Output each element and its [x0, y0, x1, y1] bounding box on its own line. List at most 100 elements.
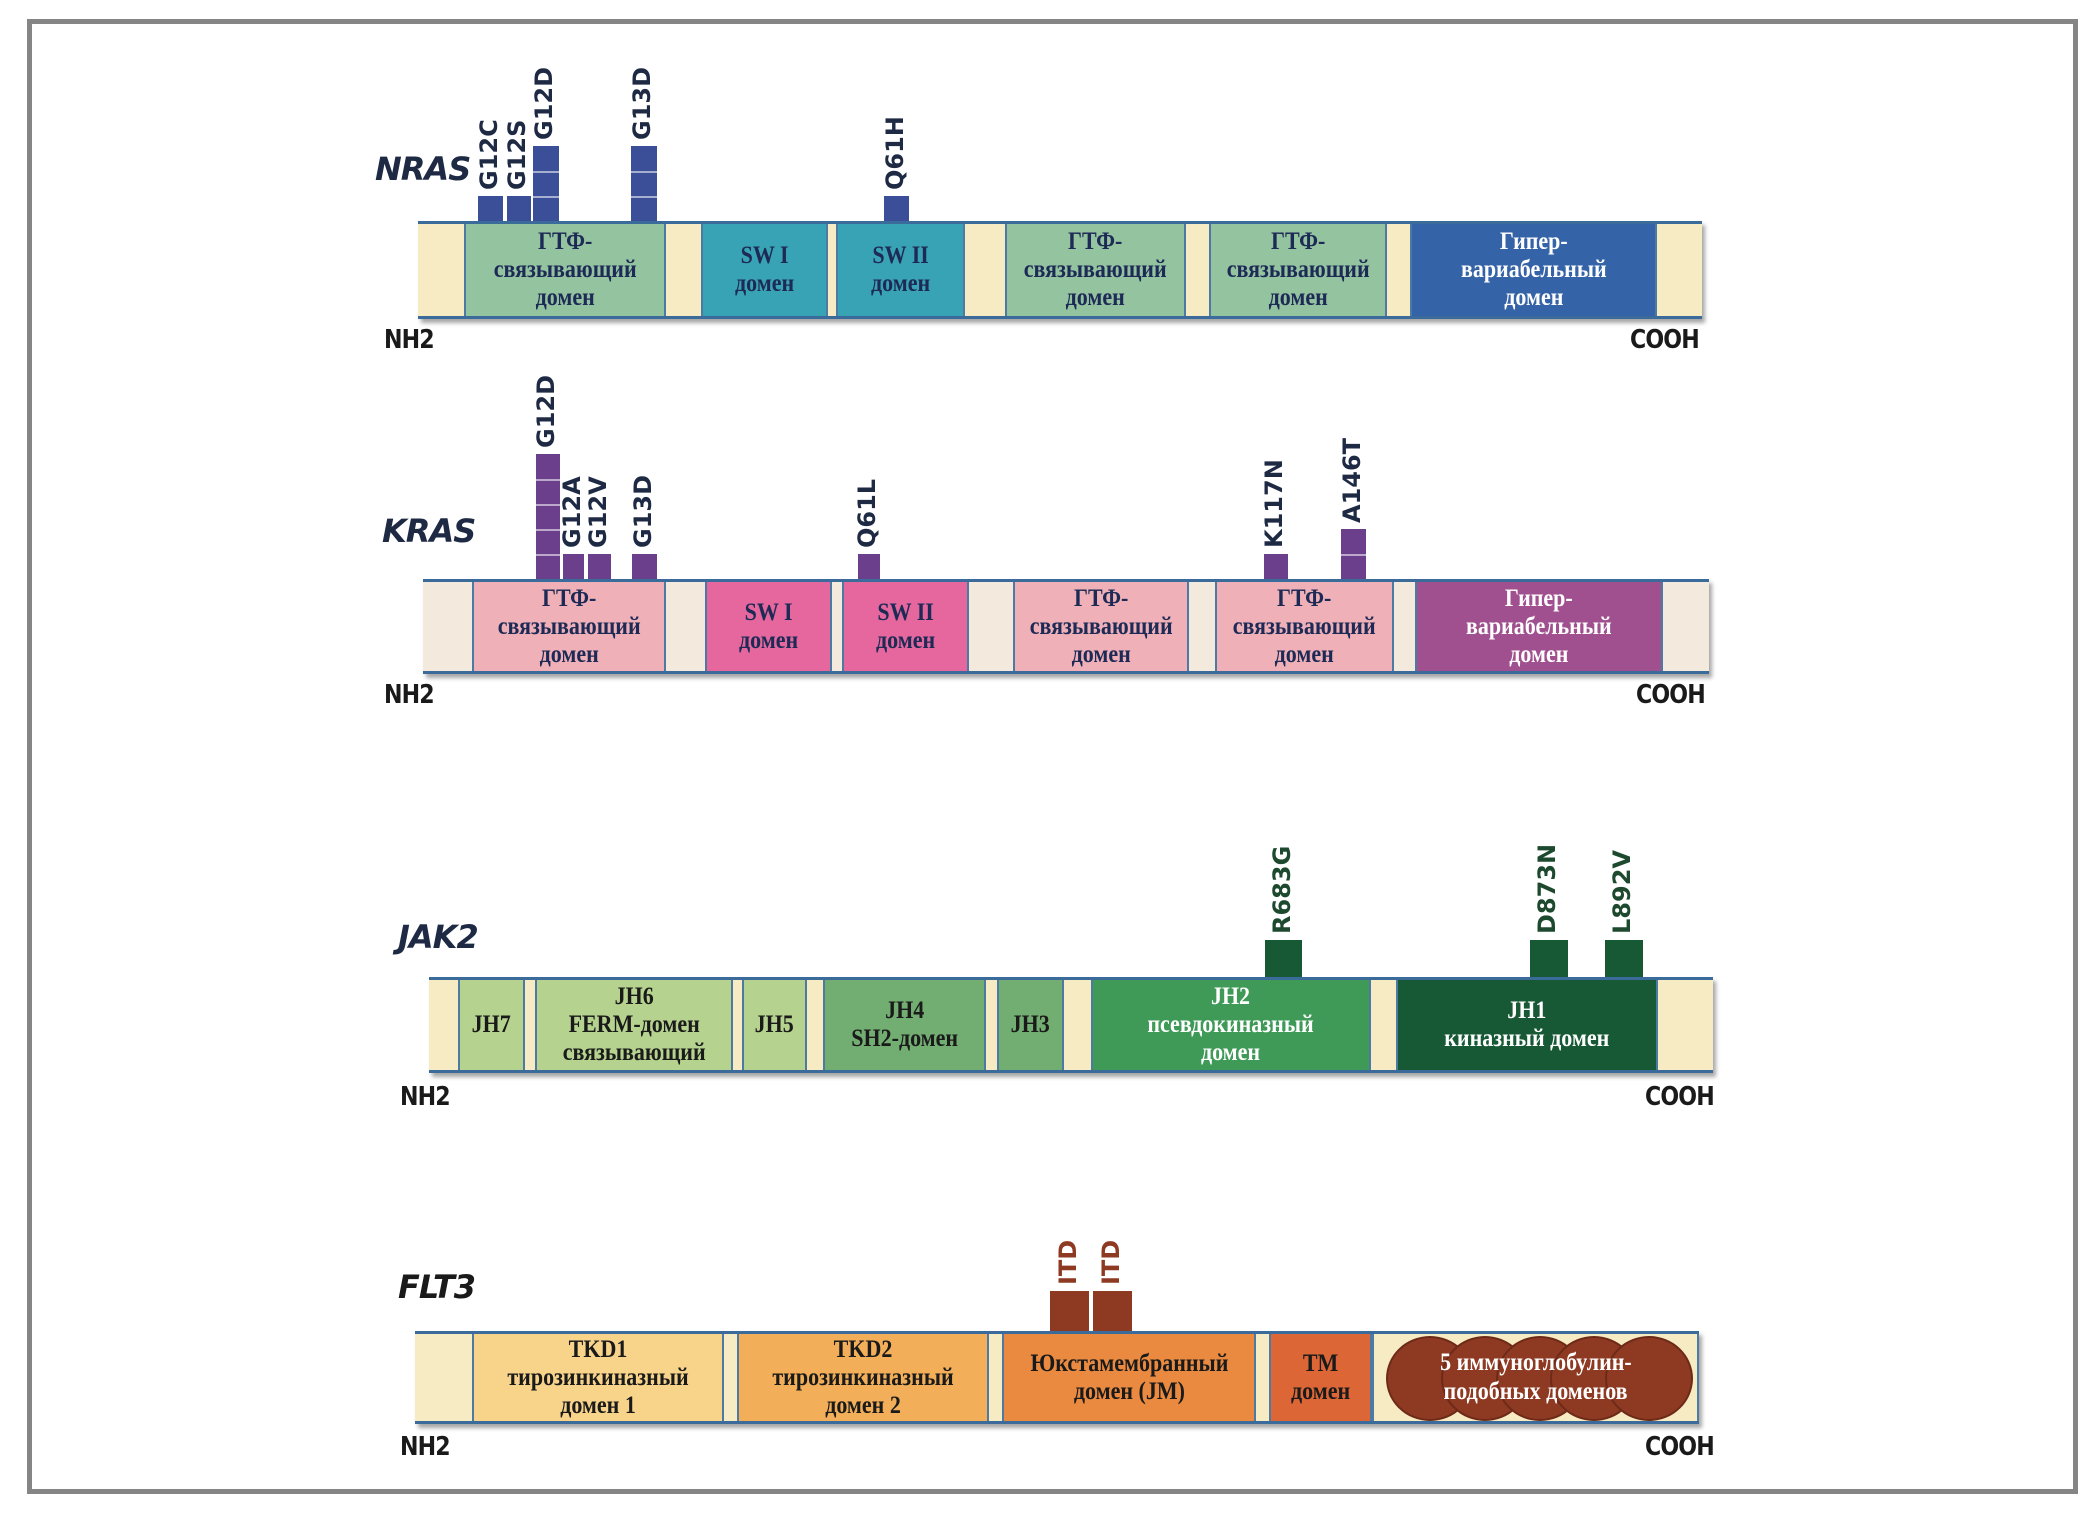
- domain-label-line: SW I: [744, 598, 793, 626]
- domain-label-line: связывающий: [497, 612, 641, 640]
- mutation-label: ITD: [1053, 1239, 1082, 1285]
- gene-label-jak2: JAK2: [398, 918, 479, 956]
- domain-label-line: ГТФ-: [541, 584, 597, 612]
- domain-label-line: SH2-домен: [851, 1025, 958, 1052]
- domain-label-line: ГТФ-: [1073, 584, 1129, 612]
- domain-label-line: домен: [539, 640, 599, 668]
- domain-label-line: Гипер-: [1499, 228, 1568, 255]
- linker-segment: [1657, 224, 1702, 316]
- n-terminus-label: NH2: [400, 1432, 451, 1462]
- linker-segment: [1387, 224, 1410, 316]
- mutation-marker: [631, 146, 657, 221]
- mutation-label: G13D: [628, 66, 656, 140]
- domain-label-line: связывающий: [1233, 612, 1376, 640]
- domain-label-line: связывающий: [1029, 612, 1173, 640]
- linker-segment: [1186, 224, 1209, 316]
- domain-label-line: домен 1: [560, 1391, 636, 1419]
- mutation-label: G12A: [557, 476, 586, 548]
- mutation-marker: [478, 196, 503, 221]
- linker-segment: [429, 980, 458, 1070]
- c-terminus-label: COOH: [1630, 325, 1700, 355]
- domain-label-line: тирозинкиназный: [507, 1363, 689, 1391]
- mutation-label: A146T: [1337, 437, 1366, 523]
- domain-label-line: домен: [1071, 640, 1131, 668]
- mutation-marker: [1264, 554, 1288, 579]
- linker-segment: [1658, 980, 1713, 1070]
- mutation-label: L892V: [1608, 850, 1636, 934]
- domain-label-line: JH1: [1507, 997, 1547, 1024]
- n-terminus-label: NH2: [384, 680, 435, 710]
- linker-segment: [733, 980, 742, 1070]
- mutation-count-unit: [536, 554, 560, 556]
- mutation-marker: [858, 554, 880, 579]
- linker-segment: [1189, 582, 1215, 671]
- domain-label-line: подобных доменов: [1443, 1377, 1628, 1405]
- domain-label: JH3: [1008, 1011, 1052, 1039]
- mutation-label: R683G: [1267, 845, 1296, 934]
- mutation-marker: [1341, 529, 1366, 579]
- mutation-marker: [884, 196, 909, 221]
- mutation-count-unit: [631, 171, 657, 173]
- mutation-marker: [1050, 1291, 1089, 1331]
- domain-label-line: ГТФ-: [1068, 228, 1123, 255]
- mutation-marker: [1093, 1291, 1132, 1331]
- linker-segment: [1394, 582, 1415, 671]
- mutation-count-unit: [533, 196, 559, 198]
- domain-label-line: домен: [870, 270, 931, 297]
- domain-label-line: домен: [535, 284, 595, 311]
- gene-label-flt3: FLT3: [398, 1268, 476, 1306]
- mutation-label: G12S: [503, 119, 531, 190]
- linker-segment: [965, 224, 1005, 316]
- mutation-label: G12C: [474, 119, 503, 190]
- domain-label-line: Гипер-: [1505, 584, 1573, 612]
- domain-label-line: TM: [1302, 1349, 1339, 1377]
- linker-segment: [832, 582, 842, 671]
- linker-segment: [1371, 980, 1396, 1070]
- domain-label-line: домен: [1274, 640, 1335, 668]
- domain-label-line: домен: [1509, 640, 1569, 668]
- mutation-marker: [1265, 940, 1302, 977]
- domain-label-line: псевдокиназный: [1147, 1011, 1315, 1038]
- ig-domain-label: 5 иммуноглобулин-подобных доменов: [1374, 1334, 1697, 1421]
- mutation-label: G13D: [628, 474, 657, 548]
- linker-segment: [969, 582, 1013, 671]
- mutation-label: K117N: [1260, 459, 1288, 548]
- linker-segment: [807, 980, 823, 1070]
- domain-label-line: домен: [1503, 284, 1564, 311]
- domain-label-line: домен: [1268, 284, 1328, 311]
- domain-label-line: вариабельный: [1460, 256, 1607, 283]
- mutation-label: G12D: [530, 66, 558, 140]
- domain-label-line: вариабельный: [1466, 612, 1612, 640]
- linker-segment: [724, 1334, 737, 1421]
- linker-segment: [986, 980, 997, 1070]
- domain-label-line: ГТФ-: [1277, 584, 1332, 612]
- domain-label-line: JH3: [1010, 1011, 1051, 1038]
- linker-segment: [666, 224, 701, 316]
- mutation-marker: [588, 554, 611, 579]
- domain-jak2: JH3: [997, 980, 1064, 1070]
